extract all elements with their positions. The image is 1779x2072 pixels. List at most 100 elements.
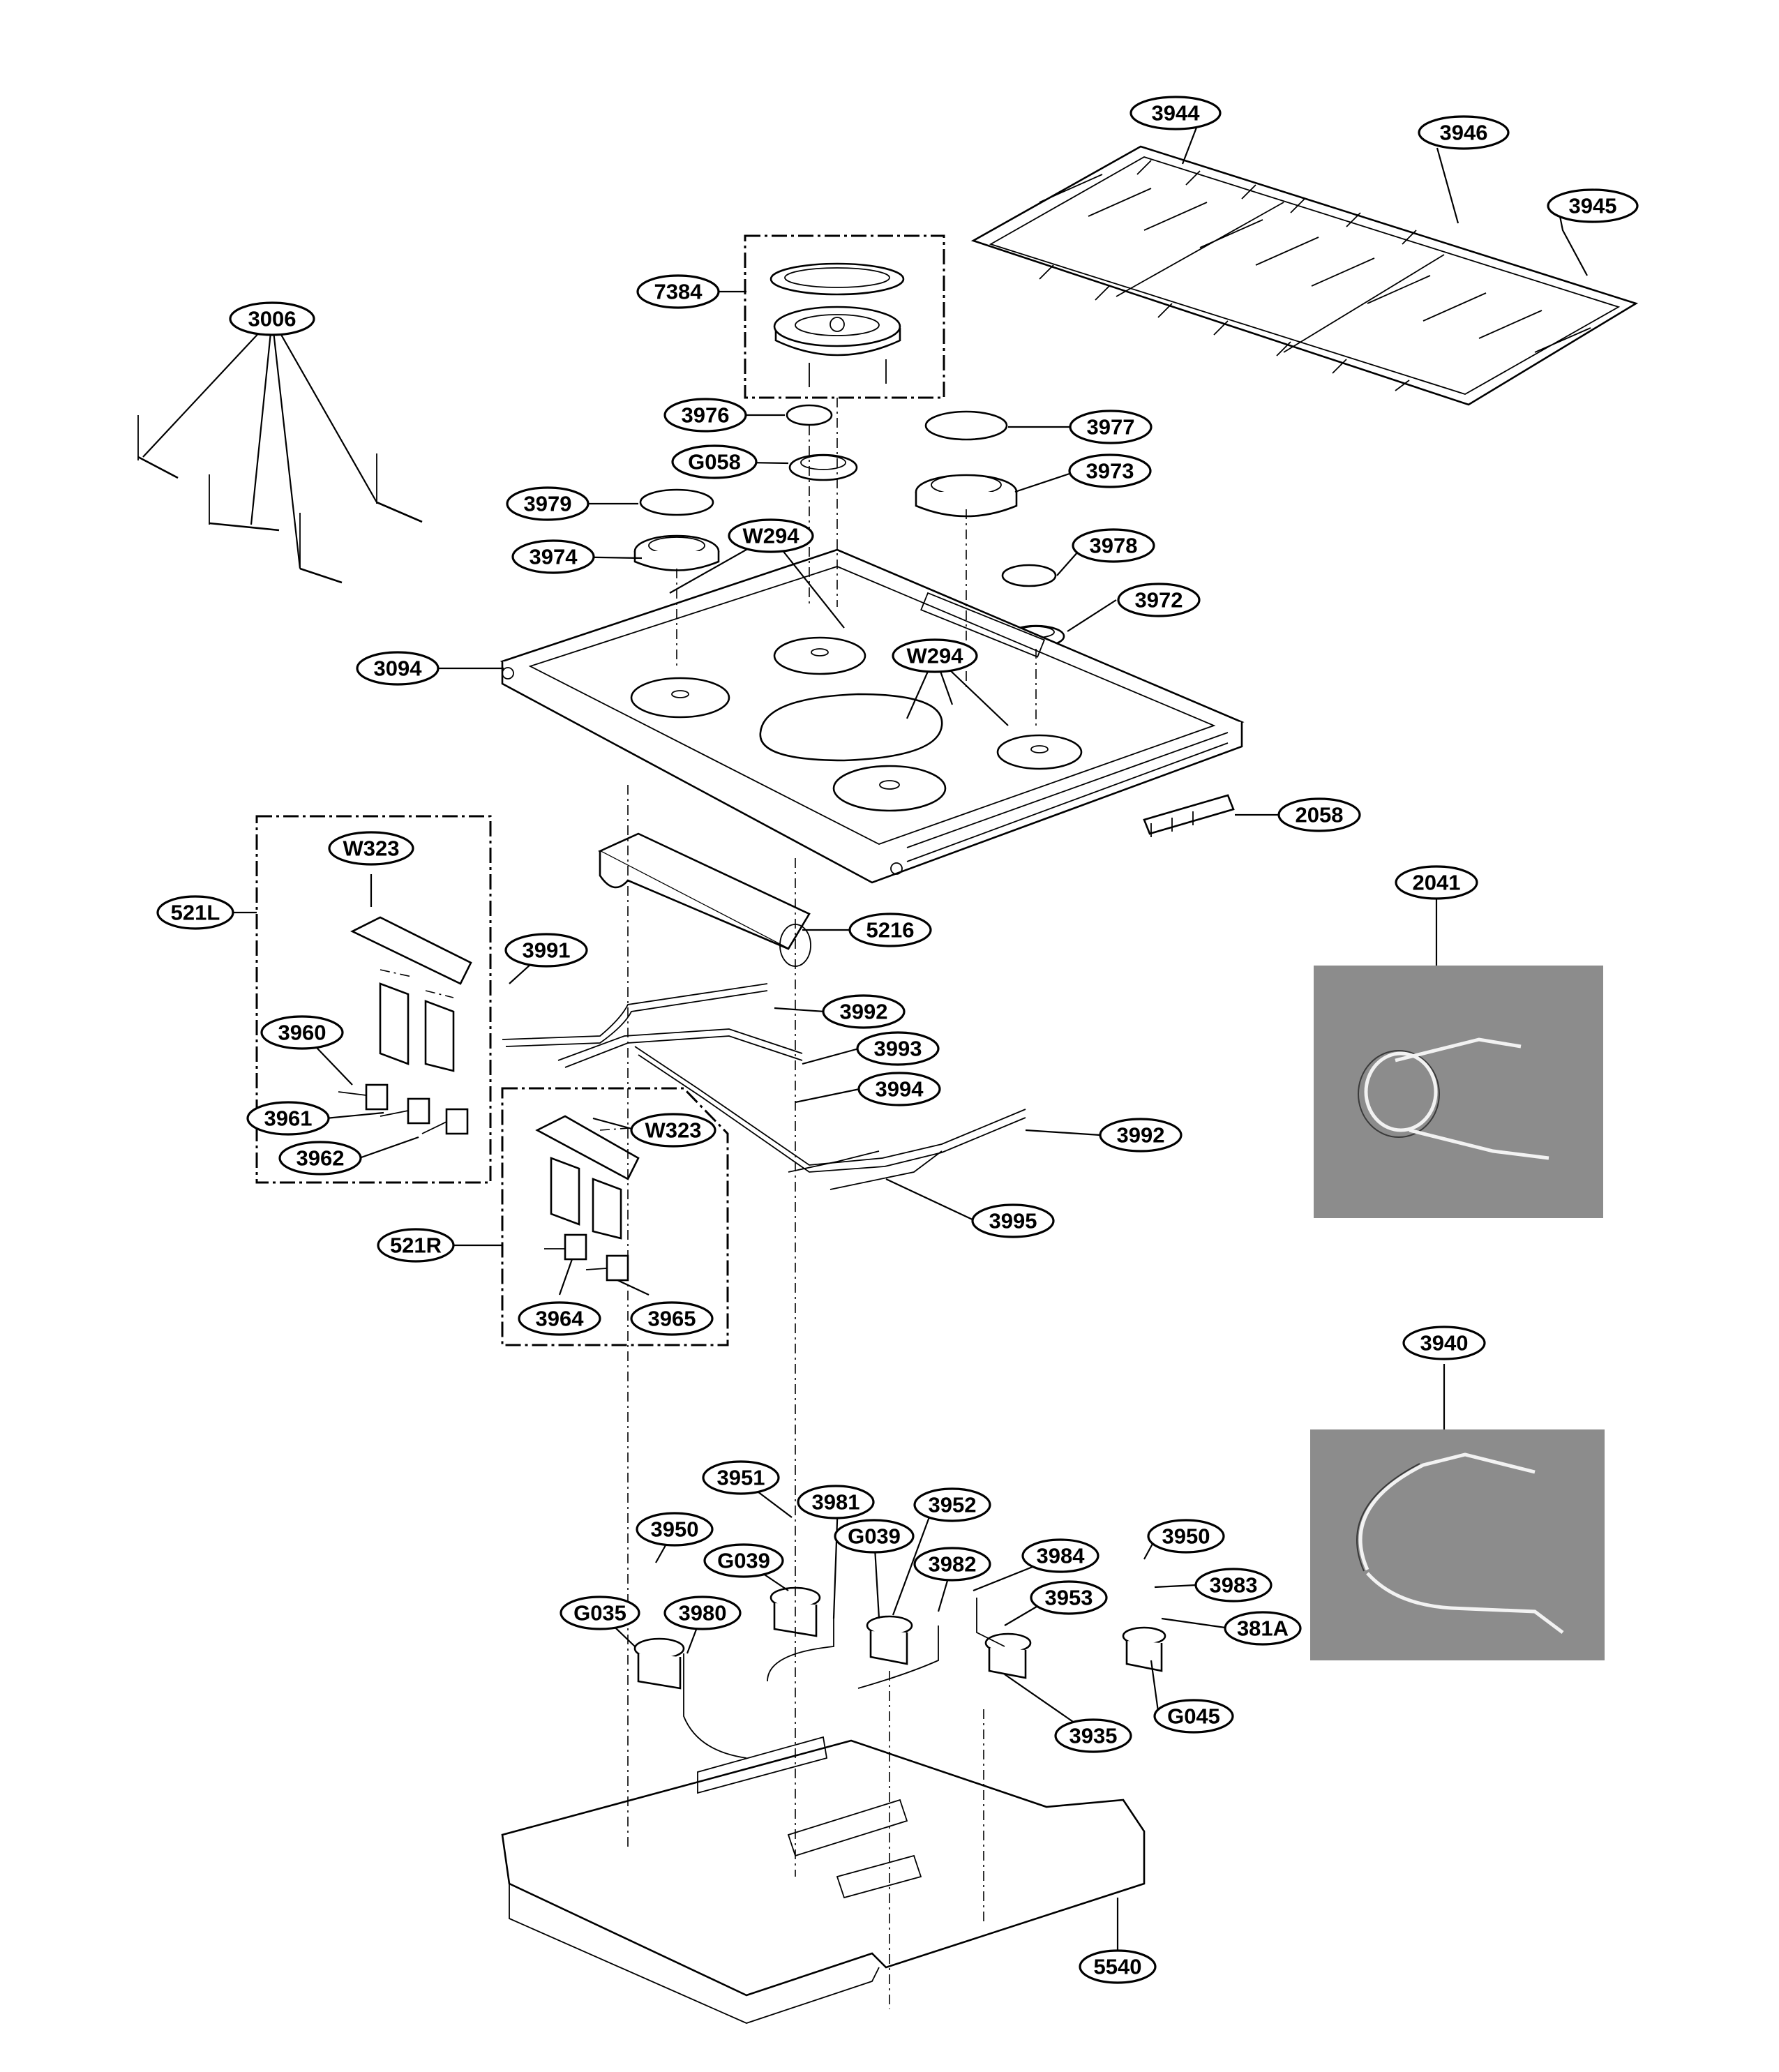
gas-tubes bbox=[502, 983, 1026, 1190]
callout-g039-mid-label: G039 bbox=[848, 1524, 901, 1549]
oval-burner-assembly bbox=[744, 234, 945, 399]
callout-5216-label: 5216 bbox=[866, 918, 915, 943]
callout-3961-label: 3961 bbox=[264, 1106, 313, 1131]
callout-g035-label: G035 bbox=[573, 1601, 626, 1626]
callout-3935: 3935 bbox=[1054, 1718, 1132, 1753]
callout-3946: 3946 bbox=[1418, 115, 1510, 150]
callout-3991-label: 3991 bbox=[523, 938, 571, 963]
callout-3952-label: 3952 bbox=[929, 1493, 977, 1517]
callout-3950-right-label: 3950 bbox=[1162, 1524, 1210, 1549]
callout-381a-label: 381A bbox=[1237, 1616, 1289, 1641]
callout-3994-label: 3994 bbox=[876, 1077, 924, 1102]
callout-3977-label: 3977 bbox=[1087, 415, 1135, 440]
callout-3978-label: 3978 bbox=[1090, 534, 1138, 558]
callout-3961: 3961 bbox=[246, 1101, 330, 1136]
callout-3964-label: 3964 bbox=[536, 1307, 585, 1331]
callout-g045-label: G045 bbox=[1167, 1704, 1220, 1729]
callout-3951: 3951 bbox=[702, 1460, 780, 1495]
callout-381a: 381A bbox=[1224, 1611, 1302, 1646]
callout-3983: 3983 bbox=[1194, 1568, 1273, 1602]
callout-2058: 2058 bbox=[1277, 797, 1361, 832]
callout-3974-label: 3974 bbox=[530, 545, 578, 569]
callout-g039-left-label: G039 bbox=[717, 1549, 770, 1573]
callout-521r-label: 521R bbox=[390, 1233, 442, 1258]
callout-3983-label: 3983 bbox=[1210, 1573, 1258, 1598]
burner-base-plate bbox=[501, 1736, 1146, 2024]
callout-3950-right: 3950 bbox=[1147, 1519, 1225, 1554]
callout-3980: 3980 bbox=[663, 1596, 742, 1630]
callout-w294-right-label: W294 bbox=[907, 644, 964, 668]
callout-521r: 521R bbox=[377, 1228, 455, 1263]
left-valve-group bbox=[255, 815, 492, 1184]
callout-3974: 3974 bbox=[511, 539, 595, 574]
callout-3006-label: 3006 bbox=[248, 307, 296, 331]
callout-g035: G035 bbox=[560, 1596, 640, 1630]
callout-3946-label: 3946 bbox=[1440, 121, 1488, 145]
callout-3972-label: 3972 bbox=[1135, 588, 1183, 613]
callout-3972: 3972 bbox=[1117, 583, 1201, 617]
callout-3981-label: 3981 bbox=[812, 1490, 860, 1515]
callout-g058-label: G058 bbox=[688, 450, 741, 474]
callout-3993-label: 3993 bbox=[874, 1037, 922, 1061]
callout-3976: 3976 bbox=[663, 398, 747, 433]
callout-3945: 3945 bbox=[1547, 188, 1639, 223]
callout-5540-label: 5540 bbox=[1094, 1955, 1142, 1979]
callout-3094: 3094 bbox=[356, 651, 440, 686]
callout-2041: 2041 bbox=[1395, 865, 1478, 900]
callout-3995: 3995 bbox=[971, 1203, 1055, 1238]
callout-3960-label: 3960 bbox=[278, 1021, 326, 1045]
wire-harness-photo-3940 bbox=[1310, 1429, 1605, 1660]
callout-3984: 3984 bbox=[1021, 1538, 1099, 1573]
callout-3935-label: 3935 bbox=[1069, 1724, 1118, 1748]
callout-3976-label: 3976 bbox=[682, 403, 730, 428]
callout-3951-label: 3951 bbox=[717, 1466, 765, 1490]
callout-w294-top-label: W294 bbox=[743, 524, 800, 548]
callout-3982-label: 3982 bbox=[929, 1552, 977, 1577]
callout-3964: 3964 bbox=[518, 1301, 601, 1336]
callout-3980-label: 3980 bbox=[679, 1601, 727, 1626]
callout-g058: G058 bbox=[671, 444, 758, 479]
callout-2041-label: 2041 bbox=[1413, 871, 1461, 895]
cooktop-main-top bbox=[500, 548, 1245, 884]
right-valve-group bbox=[501, 1087, 729, 1346]
callout-w323-left: W323 bbox=[328, 831, 414, 866]
callout-w323-right: W323 bbox=[630, 1113, 716, 1148]
callout-3962: 3962 bbox=[278, 1141, 362, 1176]
callout-g039-mid: G039 bbox=[834, 1519, 915, 1554]
callout-g039-left: G039 bbox=[703, 1543, 784, 1578]
manifold-bracket bbox=[598, 832, 811, 967]
callout-3960: 3960 bbox=[260, 1015, 344, 1050]
callout-3991: 3991 bbox=[504, 933, 588, 968]
callout-w323-left-label: W323 bbox=[343, 836, 400, 861]
callout-3965: 3965 bbox=[630, 1301, 714, 1336]
callout-3995-label: 3995 bbox=[989, 1209, 1037, 1233]
callout-w294-right: W294 bbox=[892, 638, 978, 673]
callout-3962-label: 3962 bbox=[296, 1146, 345, 1171]
callout-3945-label: 3945 bbox=[1569, 194, 1617, 218]
callout-3992-right-label: 3992 bbox=[1117, 1123, 1165, 1148]
cooktop-clips bbox=[137, 415, 423, 584]
callout-3992-top-label: 3992 bbox=[840, 1000, 888, 1024]
callout-3984-label: 3984 bbox=[1037, 1544, 1086, 1568]
callout-3094-label: 3094 bbox=[374, 656, 423, 681]
callout-w323-right-label: W323 bbox=[645, 1118, 702, 1143]
callout-w294-top: W294 bbox=[728, 518, 814, 553]
callout-5216: 5216 bbox=[848, 913, 932, 947]
spark-module bbox=[1143, 794, 1235, 837]
callout-3992-right: 3992 bbox=[1099, 1118, 1183, 1153]
lower-burner-bases bbox=[633, 1586, 1166, 1759]
wire-harness-photo-2041 bbox=[1314, 966, 1603, 1218]
callout-3965-label: 3965 bbox=[648, 1307, 696, 1331]
callout-3978: 3978 bbox=[1072, 528, 1155, 563]
callout-521l: 521L bbox=[156, 895, 234, 930]
callout-5540: 5540 bbox=[1079, 1949, 1157, 1984]
callout-3979: 3979 bbox=[506, 486, 590, 521]
callout-3950-left-label: 3950 bbox=[651, 1517, 699, 1542]
callout-3973: 3973 bbox=[1068, 453, 1152, 488]
callout-3953-label: 3953 bbox=[1045, 1586, 1093, 1610]
callout-3993: 3993 bbox=[856, 1031, 940, 1066]
callout-3994: 3994 bbox=[857, 1072, 941, 1106]
callout-3981: 3981 bbox=[797, 1485, 875, 1519]
callout-7384: 7384 bbox=[636, 274, 720, 309]
